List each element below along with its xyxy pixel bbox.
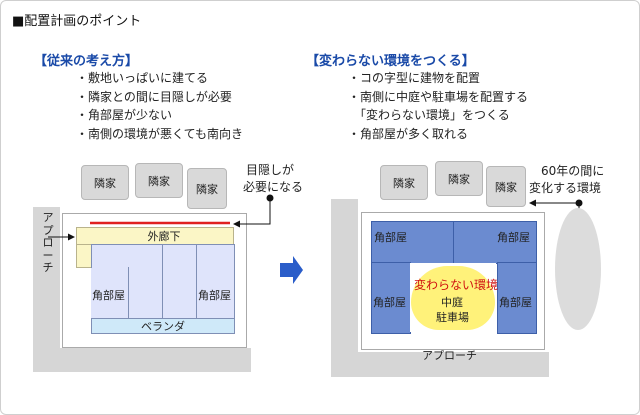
right-site-bottom <box>331 352 549 377</box>
neighbor-house: 隣家 <box>187 168 227 209</box>
right-corner-room-label: 角部屋 <box>373 296 406 309</box>
right-bullet: ・コの字型に建物を配置 <box>348 71 481 85</box>
page-title: ■配置計画のポイント <box>12 14 142 29</box>
left-bullet: ・南側の環境が悪くても南向き <box>76 126 244 141</box>
right-bullet: ・角部屋が多く取れる <box>348 126 469 141</box>
neighbor-house: 隣家 <box>486 166 526 207</box>
right-corner-room-label: 角部屋 <box>374 231 407 244</box>
neighbor-house: 隣家 <box>81 165 129 200</box>
left-bullet: ・隣家との間に目隠しが必要 <box>76 89 232 104</box>
parking-label: 駐車場 <box>436 311 469 324</box>
note-arrowhead <box>233 220 240 228</box>
left-corner-room-label: 角部屋 <box>198 289 231 302</box>
note-line <box>237 198 271 225</box>
left-heading: 【従来の考え方】 <box>34 54 139 69</box>
left-room-cell <box>162 245 197 318</box>
right-heading: 【変わらない環境をつくる】 <box>306 54 475 69</box>
changing-environment-oval <box>555 208 601 330</box>
left-site-side <box>33 207 60 372</box>
courtyard-yellow <box>411 266 495 330</box>
right-corner-room-label: 角部屋 <box>499 296 532 309</box>
left-veranda: ベランダ <box>91 318 235 334</box>
left-bullets: ・敷地いっぱいに建てる ・隣家との間に目隠しが必要 ・角部屋が少ない ・南側の環… <box>76 69 243 143</box>
neighbor-house: 隣家 <box>135 163 183 198</box>
left-approach-label: アプローチ <box>42 211 54 274</box>
left-bullet: ・角部屋が少ない <box>76 108 173 122</box>
right-wing-right <box>497 262 537 334</box>
right-top-room-left <box>371 221 455 264</box>
approach-arrowhead <box>68 233 75 241</box>
neighbor-house: 隣家 <box>435 161 483 196</box>
transition-arrow-icon <box>280 256 303 284</box>
right-site-side <box>331 199 358 377</box>
left-note-line2: 必要になる <box>243 180 304 194</box>
right-note-line2: 変化する環境 <box>529 181 602 195</box>
left-corner-room-label: 角部屋 <box>92 289 125 302</box>
left-bullet: ・敷地いっぱいに建てる <box>76 71 209 85</box>
right-bullet: ・南側に中庭や駐車場を配置する <box>348 89 529 104</box>
neighbor-house: 隣家 <box>380 165 428 200</box>
right-bullets: ・コの字型に建物を配置 ・南側に中庭や駐車場を配置する 「変わらない環境」をつく… <box>348 69 528 143</box>
left-note-line1: 目隠しが <box>246 163 295 177</box>
right-corner-room-label: 角部屋 <box>497 231 530 244</box>
unchanging-environment-label: 変わらない環境 <box>414 278 499 292</box>
note-arrowhead <box>529 199 536 207</box>
left-site-bottom <box>33 348 251 372</box>
left-room-cell <box>128 245 163 318</box>
right-approach-label: アプローチ <box>422 349 477 362</box>
right-note-line1: 60年の間に <box>541 164 605 178</box>
right-wing-left <box>371 262 411 334</box>
left-corridor: 外廊下 <box>76 227 234 245</box>
left-room-cell <box>92 267 129 318</box>
courtyard-label: 中庭 <box>441 296 463 309</box>
right-bullet: 「変わらない環境」をつくる <box>348 108 510 122</box>
left-corridor-label: 外廊下 <box>147 230 181 243</box>
